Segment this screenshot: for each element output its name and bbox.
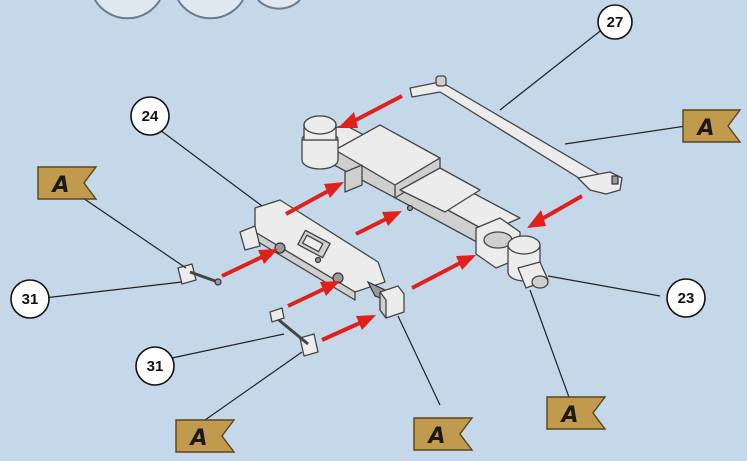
- flag-a-bottom-center: A: [413, 417, 474, 451]
- leader-lines: [43, 27, 687, 421]
- link-block-part: [379, 285, 405, 319]
- flag-a-right-label: A: [695, 116, 714, 141]
- top-edge-circles: [94, 0, 301, 20]
- callout-31-top-label: 31: [22, 291, 39, 308]
- flag-a-bottom-right-label: A: [559, 403, 578, 428]
- arrow-plate-to-bracket: [285, 182, 344, 216]
- arrow-spring-to-plate: [287, 281, 340, 308]
- callout-24-label: 24: [142, 108, 159, 125]
- flag-a-bottom-left-label: A: [188, 426, 207, 451]
- arrow-rod-to-housing: [338, 94, 403, 128]
- callout-27-label: 27: [607, 14, 624, 31]
- assembly-arrows: [221, 94, 583, 342]
- flag-a-right: A: [682, 109, 742, 143]
- flag-a-bottom-left: A: [175, 419, 236, 453]
- arrow-link-to-block: [321, 315, 376, 342]
- small-link-part-top: [177, 263, 222, 286]
- flag-a-left: A: [37, 166, 98, 200]
- main-housing-part: [301, 115, 549, 289]
- arrow-plate-to-beam: [355, 211, 402, 236]
- callout-23: 23: [666, 278, 706, 318]
- callout-23-label: 23: [678, 290, 695, 307]
- flag-a-left-label: A: [50, 173, 69, 198]
- small-link-part-bottom: [269, 307, 319, 357]
- arrow-rod-to-cylinder: [527, 194, 583, 228]
- flag-a-bottom-right: A: [546, 396, 607, 430]
- callout-31-top: 31: [10, 279, 50, 319]
- callout-31-bottom: 31: [135, 346, 175, 386]
- arrow-block-to-cylinder: [411, 255, 476, 290]
- callout-31-bottom-label: 31: [147, 358, 164, 375]
- callout-24: 24: [130, 96, 170, 136]
- arrow-link-to-plate: [221, 249, 278, 278]
- flag-a-bottom-center-label: A: [426, 424, 445, 449]
- stabilizer-rod-part: [409, 75, 623, 195]
- callout-27: 27: [597, 4, 633, 40]
